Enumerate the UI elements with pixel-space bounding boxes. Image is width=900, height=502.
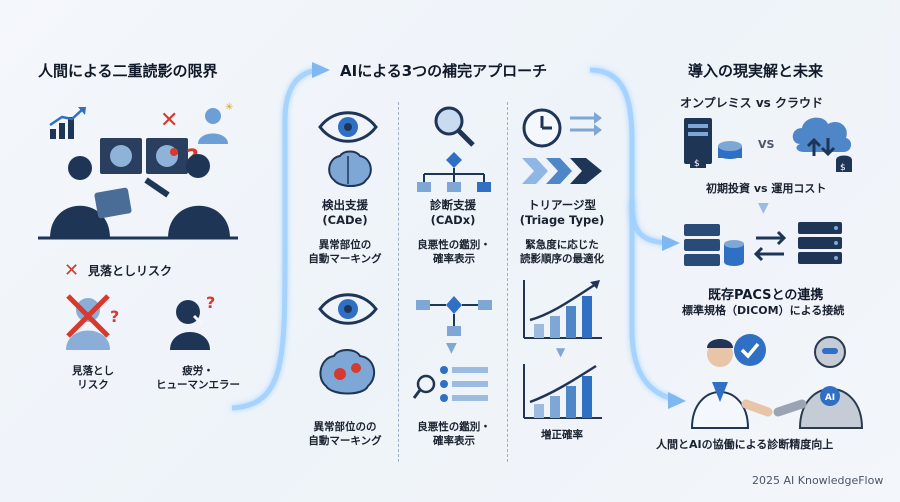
divider-2 (507, 102, 508, 462)
down-arrow-icon-3: ▼ (758, 200, 769, 216)
cost-compare: 初期投資 vs 運用コスト (706, 182, 827, 195)
pacs-title: 既存PACSとの連携 (708, 288, 824, 303)
brain-icon (328, 150, 372, 187)
doctors-reviewing-icon (38, 154, 238, 240)
col1-desc2: 異常部位のの 自動マーキング (308, 421, 382, 448)
svg-text:$: $ (694, 159, 700, 169)
col1-desc: 異常部位の 自動マーキング (308, 239, 382, 266)
vs-label: VS (758, 138, 775, 151)
col2-desc: 良悪性の鑑別・ 確率表示 (417, 239, 491, 266)
col2-desc2: 良悪性の鑑別・ 確率表示 (417, 421, 491, 448)
down-arrow-icon: ▼ (446, 340, 457, 356)
crossed-person-icon: ? (66, 294, 119, 350)
col1-title: 検出支援 (CADe) (322, 198, 368, 227)
robot-ai-badge: AI (825, 393, 835, 403)
svg-text:$: $ (840, 163, 846, 173)
risk-x-icon: ✕ (64, 260, 80, 281)
item2-text: 疲労・ ヒューマンエラー (156, 365, 240, 392)
footer-credit: 2025 AI KnowledgeFlow (752, 474, 884, 487)
right-title: 導入の現実解と未来 (688, 62, 824, 80)
col2-title: 診断支援 (CADx) (430, 198, 476, 227)
col3-desc2: 増正確率 (541, 429, 583, 441)
pacs-desc: 標準規格（DICOM）による接続 (682, 304, 845, 317)
pacs-sync-icon (684, 222, 842, 266)
doctor-robot-handshake-icon: AI (690, 336, 864, 429)
item1-text: 見落とし リスク (72, 365, 114, 392)
worried-person-icon: ✳ (198, 102, 233, 144)
check-circle-icon (734, 334, 766, 366)
magnifier-list-icon (412, 366, 488, 402)
item2-label: 疲労・ ヒューマンエラー (138, 364, 258, 392)
left-title: 人間による二重読影の限界 (38, 62, 218, 80)
decision-tree-icon (417, 152, 491, 192)
brain-detection-icon (319, 349, 376, 395)
item1-label: 見落とし リスク (58, 364, 128, 392)
svg-text:✳: ✳ (225, 102, 233, 113)
col3-title: トリアージ型 (Triage Type) (519, 198, 605, 227)
growth-chart-icon (523, 280, 602, 339)
tired-person-icon: ? (170, 293, 215, 350)
chevron-triage-icon (522, 158, 602, 184)
flowchart-icon (416, 296, 492, 336)
divider-1 (398, 102, 399, 462)
collab-label: 人間とAIの協働による診断精度向上 (656, 438, 834, 451)
cloud-money-icon: $ (792, 117, 852, 173)
ct-monitor-icon (100, 138, 188, 174)
sort-arrows-icon (570, 112, 602, 136)
trend-chart-icon (49, 107, 86, 139)
middle-title: AIによる3つの補完アプローチ (340, 62, 548, 80)
eye-icon-2 (318, 293, 378, 325)
eye-icon (318, 111, 378, 143)
x-mark-icon: ✕ (160, 108, 179, 133)
col3-desc: 緊急度に応じた 読影順序の最適化 (520, 239, 604, 266)
magnifier-icon (434, 106, 475, 147)
down-arrow-icon-2: ▼ (556, 345, 566, 359)
risk-header: 見落としリスク (88, 264, 173, 278)
clock-icon (522, 108, 562, 148)
server-money-icon: $ (684, 118, 742, 169)
svg-text:?: ? (206, 293, 215, 312)
svg-text:?: ? (110, 307, 119, 326)
onprem-vs-cloud: オンプレミス vs クラウド (680, 96, 823, 110)
growth-chart-icon-2 (523, 364, 602, 419)
